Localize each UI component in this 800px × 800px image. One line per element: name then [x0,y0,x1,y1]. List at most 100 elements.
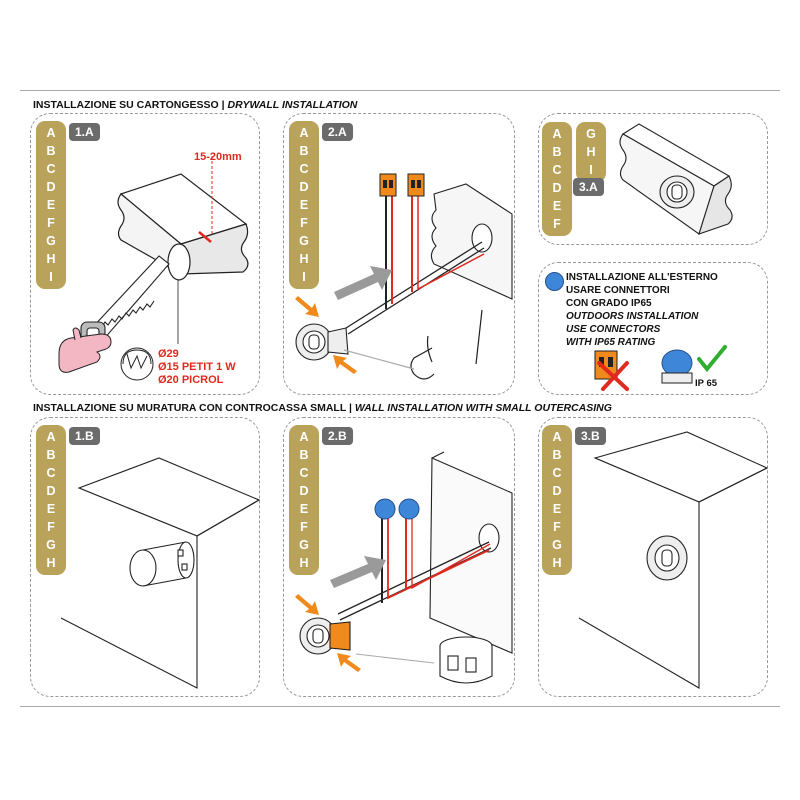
cut-depth-label: 15-20mm [194,151,242,163]
letter: A [552,430,562,444]
blue-dot-icon [545,272,564,291]
letter: C [46,466,56,480]
letter: D [46,484,56,498]
letter: I [589,163,593,177]
connector-comparison [594,345,727,391]
panel-step-3a: A B C D E F G H I 3.A [538,113,768,245]
wall-wiring-illustration [295,451,513,684]
ip65-label: IP 65 [695,378,718,389]
letter: A [552,127,562,141]
ip65-connector-icon [374,498,420,520]
letter-strip: A B C D E F G H I [289,121,319,289]
check-icon [697,345,727,373]
letter: H [552,556,562,570]
hole-size: Ø29 [158,348,179,360]
letter: B [299,144,309,158]
letter: H [299,556,309,570]
letter: I [302,270,306,284]
connector-icon [379,173,425,197]
letter: E [552,199,562,213]
step-badge: 3.A [573,178,604,196]
letter-strip: A B C D E F G H [289,425,319,575]
letter: G [46,234,56,248]
step-badge: 2.A [322,123,353,141]
letter: E [46,198,56,212]
step-badge: 2.B [322,427,353,445]
letter: F [553,217,561,231]
orange-arrow [295,296,357,374]
spring-clip-icon [120,347,154,381]
letter: A [299,430,309,444]
letter-strip: A B C D E F [542,122,572,236]
hole [167,243,191,281]
wall-block-illustration [60,457,261,689]
luminaire [299,617,351,655]
letter: G [299,234,309,248]
letter: E [46,502,56,516]
hole-size-list: Ø29 Ø15 PETIT 1 W Ø20 PICROL [158,348,236,387]
luminaire [659,175,695,209]
panel-step-2a: A B C D E F G H I 2.A [283,113,515,395]
orange-arrow [295,594,361,672]
drywall-finished-illustration [619,123,733,235]
letter: F [553,520,561,534]
letter: C [299,162,309,176]
letter: B [552,448,562,462]
letter: H [299,252,309,266]
letter-strip: G H I [576,122,606,182]
letter: F [47,520,55,534]
drywall-board [430,183,513,300]
letter-strip: A B C D E F G H [36,425,66,575]
letter: I [49,270,53,284]
arrow-icon [334,266,392,300]
arrow-icon [330,556,386,588]
outercasing-icon [355,636,493,684]
step-badge: 1.B [69,427,100,445]
letter: D [299,484,309,498]
wall-finished-illustration [578,431,769,689]
letter: G [552,538,562,552]
letter: C [299,466,309,480]
letter-strip: A B C D E F G H I [36,121,66,289]
letter: A [46,126,56,140]
letter: A [46,430,56,444]
cut-mark [198,231,212,243]
hand-icon [58,327,112,373]
letter: E [299,198,309,212]
letter: B [46,448,56,462]
drywall-board [117,173,249,276]
letter: H [46,556,56,570]
section-heading-wall: INSTALLAZIONE SU MURATURA CON CONTROCASS… [33,402,612,414]
letter: B [552,145,562,159]
letter: F [300,520,308,534]
letter: C [552,163,562,177]
spring-clip-icon [343,309,483,380]
panel-step-1b: A B C D E F G H 1.B [30,417,261,697]
outercasing-icon [129,541,195,587]
section-heading-drywall: INSTALLAZIONE SU CARTONGESSO | DRYWALL I… [33,99,358,111]
bottom-rule [20,706,780,707]
letter: B [46,144,56,158]
step-badge: 3.B [575,427,606,445]
letter: F [47,216,55,230]
step-badge: 1.A [69,123,100,141]
letter: B [299,448,309,462]
luminaire [295,323,349,361]
letter: G [299,538,309,552]
luminaire [646,535,688,581]
letter: D [552,484,562,498]
letter-strip: A B C D E F G H [542,425,572,575]
panel-step-3b: A B C D E F G H 3.B [538,417,769,697]
letter: D [299,180,309,194]
letter: H [46,252,56,266]
letter: C [46,162,56,176]
panel-outdoor-note: INSTALLAZIONE ALL'ESTERNO USARE CONNETTO… [538,262,768,395]
letter: D [46,180,56,194]
outdoor-note-text: INSTALLAZIONE ALL'ESTERNO USARE CONNETTO… [566,272,718,348]
panel-step-2b: A B C D E F G H 2.B [283,417,515,697]
wall-block [429,451,513,654]
letter: A [299,126,309,140]
drywall-cutting-illustration [58,156,249,381]
ip65-connector-icon [661,349,693,384]
